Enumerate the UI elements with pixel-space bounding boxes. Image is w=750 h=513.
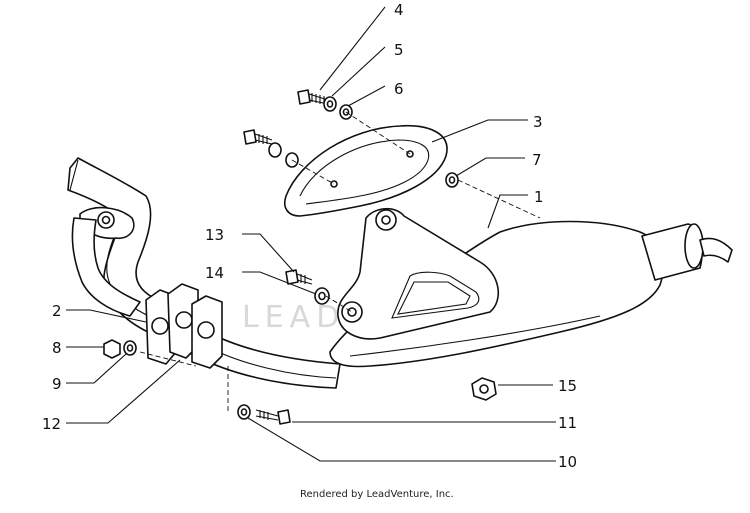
callout-12: 12 — [42, 415, 61, 433]
callout-6: 6 — [394, 80, 404, 98]
assembly-lines — [139, 111, 541, 412]
callout-11: 11 — [558, 414, 577, 432]
muffler-drawing — [329, 207, 733, 368]
gasket-drawing — [145, 283, 223, 369]
leader-lines — [66, 6, 556, 462]
credit-text: Rendered by LeadVenture, Inc. — [300, 489, 454, 500]
heat-shield-drawing — [284, 124, 448, 217]
callout-7: 7 — [532, 151, 542, 169]
callout-13: 13 — [205, 226, 224, 244]
callout-15: 15 — [558, 377, 577, 395]
callout-numbers: 4 5 6 3 7 1 13 14 2 8 9 12 11 10 15 — [42, 1, 577, 471]
exhaust-pipe-drawing — [67, 157, 341, 389]
callout-2: 2 — [52, 302, 62, 320]
callout-4: 4 — [394, 1, 404, 19]
callout-5: 5 — [394, 41, 404, 59]
callout-10: 10 — [558, 453, 577, 471]
callout-9: 9 — [52, 375, 62, 393]
callout-1: 1 — [534, 188, 544, 206]
callout-8: 8 — [52, 339, 62, 357]
callout-14: 14 — [205, 264, 224, 282]
callout-3: 3 — [533, 113, 543, 131]
hardware-drawing — [103, 89, 497, 425]
